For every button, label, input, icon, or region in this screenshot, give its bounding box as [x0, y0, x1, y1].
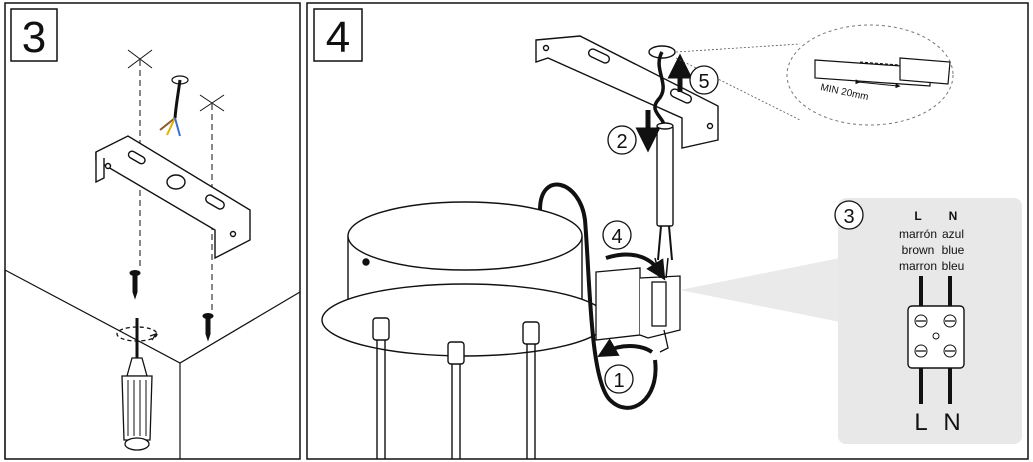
live-letter-footer: L — [914, 409, 927, 436]
ceiling-cable — [159, 75, 189, 137]
live-name-es: marrón — [899, 227, 937, 241]
step-3-box — [10, 8, 58, 62]
internal-wire — [538, 182, 658, 410]
screwdriver-icon — [116, 318, 158, 451]
svg-text:5: 5 — [698, 71, 709, 93]
suspension-rods — [372, 317, 540, 459]
panel-step-4: 4 MIN 20mm — [306, 2, 1029, 460]
svg-text:4: 4 — [611, 226, 622, 248]
panel-step-3: 3 — [4, 2, 301, 460]
step-3-number: 3 — [22, 13, 46, 62]
neutral-name-fr: bleu — [942, 259, 965, 273]
suspension-tube — [656, 122, 674, 261]
screw-left — [129, 270, 141, 300]
mounting-bracket — [95, 135, 251, 260]
neutral-letter-footer: N — [943, 409, 960, 436]
callout-2: 2 — [607, 125, 637, 155]
ceiling-block — [4, 269, 301, 459]
neutral-name-en: blue — [942, 243, 965, 257]
step-4-box — [313, 8, 363, 62]
supply-cable — [653, 51, 666, 129]
callout-5: 5 — [689, 65, 719, 95]
arrow-connect-icon — [605, 252, 666, 281]
wiring-inset: L N marrón azul brown blue marron bleu L… — [838, 198, 1022, 444]
live-name-fr: marron — [899, 259, 937, 273]
strip-detail: MIN 20mm — [675, 24, 954, 126]
svg-text:1: 1 — [613, 370, 624, 392]
live-name-en: brown — [902, 243, 935, 257]
callout-3: 3 — [834, 200, 864, 230]
callout-4: 4 — [602, 220, 632, 250]
neutral-name-es: azul — [942, 227, 964, 241]
arrow-insert-icon — [597, 338, 654, 357]
callout-1: 1 — [604, 364, 634, 394]
step-4-number: 4 — [326, 13, 350, 62]
screw-right — [202, 313, 214, 342]
neutral-letter-header: N — [949, 209, 958, 223]
terminal-block — [595, 257, 681, 353]
svg-text:2: 2 — [616, 131, 627, 153]
zoom-leader — [680, 250, 880, 330]
live-letter-header: L — [914, 209, 921, 223]
svg-text:3: 3 — [843, 206, 854, 228]
canopy — [321, 201, 609, 357]
